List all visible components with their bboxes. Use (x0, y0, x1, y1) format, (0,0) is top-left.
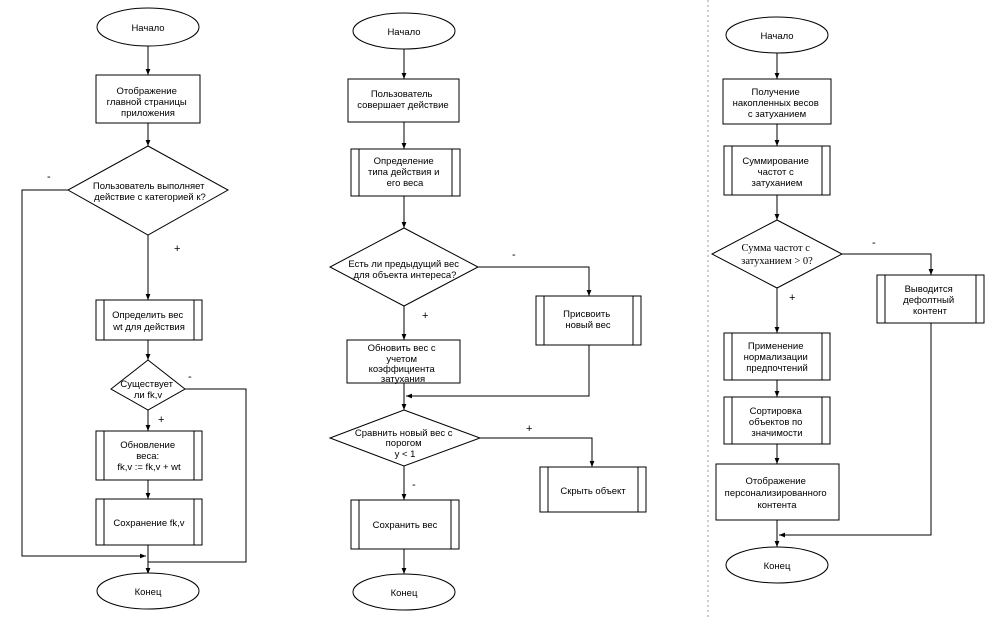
process-label: Пользователь совершает действие (357, 89, 448, 111)
predefined-process-box (723, 396, 831, 445)
end-terminal (725, 546, 829, 584)
process-label: Сортировка объектов по значимости (749, 406, 805, 439)
process-label: Сохранение fk,v (113, 518, 184, 529)
end-terminal (352, 573, 456, 611)
branch-no-label: - (188, 371, 192, 383)
process-box (95, 74, 201, 124)
end-label: Конец (764, 561, 791, 572)
process-label: Сохранить вес (373, 520, 438, 531)
connector-no (842, 253, 934, 275)
predefined-process-box (350, 148, 461, 197)
process-label: Скрыть объект (560, 486, 626, 497)
process-label: Определить вес wt для действия (112, 310, 186, 333)
decision-label: Существует ли fk,v (120, 379, 175, 401)
branch-yes-label: + (174, 243, 180, 255)
connector (406, 345, 590, 399)
process-box (722, 78, 832, 125)
predefined-process-box (95, 498, 203, 546)
process-label: Получение накопленных весов с затуханием (733, 87, 822, 120)
process-label: Обновить вес с учетом коэффициента затух… (368, 343, 439, 385)
start-label: Начало (387, 27, 420, 38)
predefined-process-box (539, 466, 647, 513)
start-terminal (725, 16, 829, 54)
start-terminal (352, 12, 456, 50)
flowchart-1: Начало Отображение главной страницы прил… (21, 7, 247, 610)
process-label: Определение типа действия и его веса (368, 156, 442, 189)
end-label: Конец (135, 587, 162, 598)
start-label: Начало (760, 31, 793, 42)
connector (779, 323, 932, 538)
predefined-process-box (723, 332, 831, 381)
branch-no-label: - (47, 171, 51, 183)
connector-no (148, 388, 247, 563)
start-terminal (96, 7, 200, 47)
predefined-process-box (95, 430, 203, 481)
start-label: Начало (131, 23, 164, 34)
end-terminal (96, 572, 200, 610)
branch-no-label: - (872, 237, 876, 249)
branch-no-label: - (512, 249, 516, 261)
predefined-process-box (535, 295, 642, 346)
connector-no (478, 266, 592, 296)
process-label: Обновление веса: fk,v := fk,v + wt (117, 440, 181, 473)
process-label: Суммирование частот с затуханием (742, 156, 811, 189)
decision-diamond (710, 219, 844, 289)
connector-yes (480, 437, 595, 467)
decision-diamond (328, 409, 482, 467)
predefined-process-box (723, 145, 831, 196)
flowchart-2: Начало Пользователь совершает действие О… (328, 12, 647, 611)
branch-no-label: - (412, 479, 416, 491)
branch-yes-label: + (789, 292, 795, 304)
process-box (347, 78, 460, 123)
decision-label: Сравнить новый вес с порогом y < 1 (355, 428, 455, 460)
decision-diamond (66, 145, 230, 236)
end-label: Конец (391, 588, 418, 599)
branch-yes-label: + (422, 310, 428, 322)
decision-label: Пользователь выполняет действие с катего… (93, 181, 207, 203)
process-box (715, 463, 840, 521)
decision-diamond (328, 227, 480, 307)
connector-no (21, 189, 146, 559)
process-label: Выводится дефолтный контент (903, 284, 957, 317)
process-box (346, 339, 461, 384)
predefined-process-box (95, 299, 203, 341)
branch-yes-label: + (526, 423, 532, 435)
flowchart-3: Начало Получение накопленных весов с зат… (710, 16, 985, 584)
decision-label: Сумма частот с затуханием > 0? (741, 243, 813, 267)
process-label: Отображение персонализированного контент… (725, 476, 830, 511)
process-label: Присвоить новый вес (563, 309, 613, 331)
process-label: Применение нормализации предпочтений (744, 341, 811, 374)
decision-diamond (110, 359, 186, 411)
process-label: Отображение главной страницы приложения (107, 86, 190, 119)
branch-yes-label: + (158, 414, 164, 426)
predefined-process-box (350, 499, 460, 550)
decision-label: Есть ли предыдущий вес для объекта интер… (348, 259, 461, 281)
predefined-process-box (876, 274, 985, 324)
